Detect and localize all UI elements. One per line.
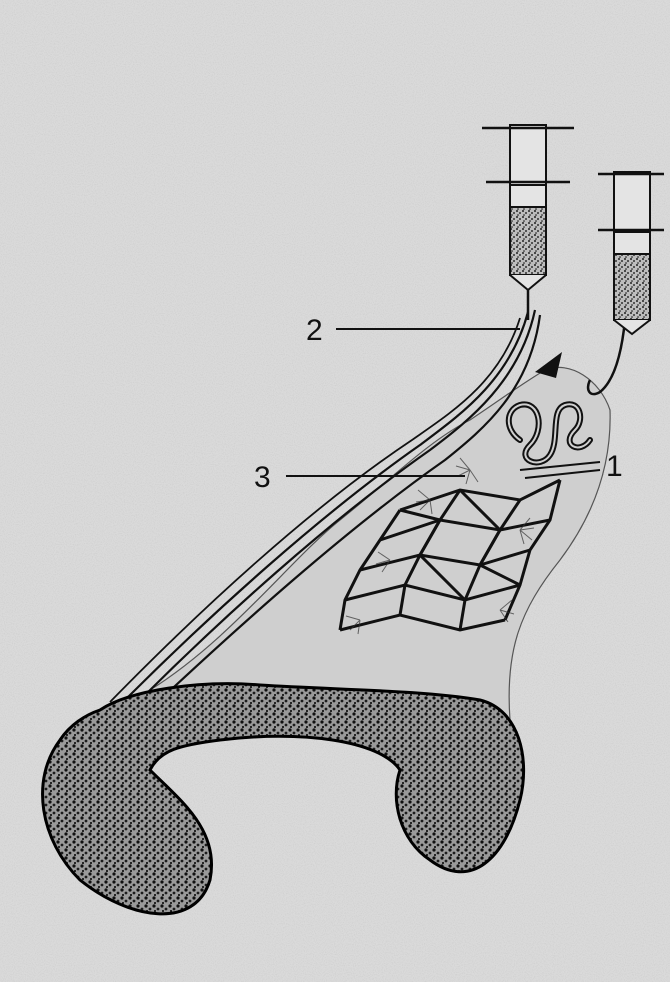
label-1: 1 — [606, 450, 623, 483]
label-2: 2 — [306, 314, 323, 347]
label-3: 3 — [254, 461, 271, 494]
